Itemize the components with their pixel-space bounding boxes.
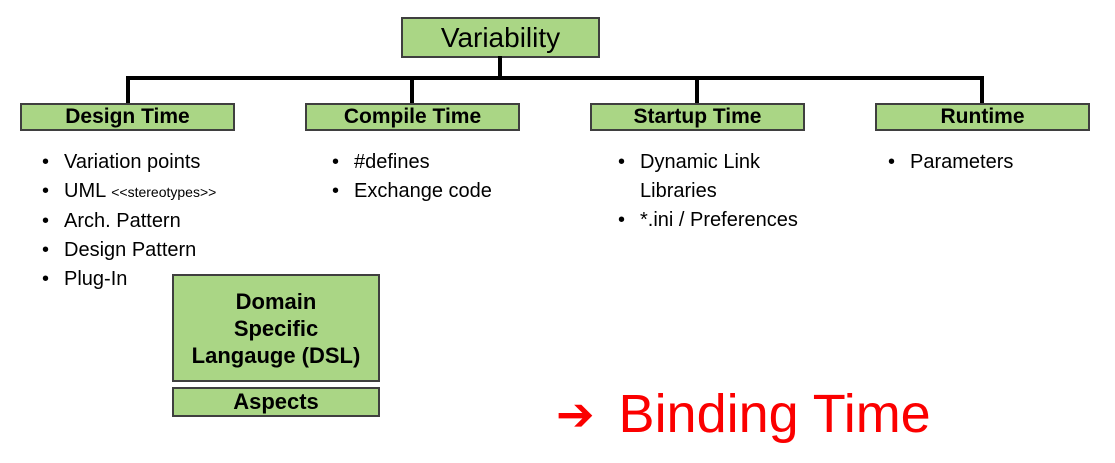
node-variability-label: Variability (440, 21, 561, 53)
right-arrow-icon: ➔ (556, 387, 595, 441)
connector-root-stem (498, 56, 502, 78)
list-item-text: Parameters (910, 151, 1014, 173)
bullet-icon: • (42, 268, 50, 290)
list-item: • *.ini / Preferences (612, 206, 812, 235)
node-startup-time: Startup Time (590, 103, 805, 131)
binding-time-label: Binding Time (618, 384, 931, 444)
binding-time-annotation: ➔ Binding Time (556, 383, 931, 445)
connector-drop-startup-time (695, 78, 699, 103)
list-item-text: Exchange code (354, 180, 492, 202)
list-item-suffix: <<stereotypes>> (111, 184, 217, 200)
node-dsl-line1: Domain (235, 288, 317, 314)
connector-drop-compile-time (410, 78, 414, 103)
node-dsl: Domain Specific Langauge (DSL) (172, 274, 380, 382)
node-runtime-label: Runtime (940, 105, 1025, 128)
list-item: • Arch. Pattern (36, 207, 251, 236)
list-item: • Exchange code (326, 177, 541, 206)
node-compile-time: Compile Time (305, 103, 520, 131)
bullet-icon: • (42, 151, 50, 173)
connector-horizontal (126, 76, 984, 80)
node-aspects: Aspects (172, 387, 380, 417)
bullet-icon: • (332, 180, 340, 202)
node-dsl-line2: Specific (233, 315, 319, 341)
list-item-text: Variation points (64, 151, 201, 173)
list-item: • Plug-In (36, 265, 251, 294)
node-aspects-label: Aspects (233, 389, 319, 414)
bullet-icon: • (618, 151, 626, 173)
bullet-list-design-time: • Variation points • UML<<stereotypes>> … (36, 148, 251, 294)
node-variability: Variability (401, 17, 600, 58)
node-runtime: Runtime (875, 103, 1090, 131)
bullet-list-runtime: • Parameters (882, 148, 1097, 177)
list-item: • Design Pattern (36, 236, 251, 265)
list-item-text: Design Pattern (64, 239, 197, 261)
connector-drop-design-time (126, 78, 130, 103)
list-item-text: #defines (354, 151, 430, 173)
bullet-list-startup-time: • Dynamic Link Libraries • *.ini / Prefe… (612, 148, 812, 235)
bullet-list-compile-time: • #defines • Exchange code (326, 148, 541, 206)
bullet-icon: • (332, 151, 340, 173)
list-item-text: Arch. Pattern (64, 210, 181, 232)
node-design-time: Design Time (20, 103, 235, 131)
list-item-text: *.ini / Preferences (640, 209, 798, 231)
bullet-icon: • (42, 239, 50, 261)
list-item: • Dynamic Link Libraries (612, 148, 812, 206)
bullet-icon: • (42, 210, 50, 232)
node-design-time-label: Design Time (65, 105, 190, 128)
bullet-icon: • (42, 180, 50, 202)
bullet-icon: • (888, 151, 896, 173)
list-item: • Parameters (882, 148, 1097, 177)
list-item: • UML<<stereotypes>> (36, 177, 251, 207)
node-startup-time-label: Startup Time (633, 105, 762, 128)
node-compile-time-label: Compile Time (343, 105, 482, 128)
list-item-text: Plug-In (64, 268, 128, 290)
bullet-icon: • (618, 209, 626, 231)
list-item-text: Dynamic Link Libraries (640, 151, 761, 202)
connector-drop-runtime (980, 78, 984, 103)
list-item-text: UML (64, 180, 107, 202)
list-item: • #defines (326, 148, 541, 177)
node-dsl-line3: Langauge (DSL) (191, 342, 361, 368)
list-item: • Variation points (36, 148, 251, 177)
